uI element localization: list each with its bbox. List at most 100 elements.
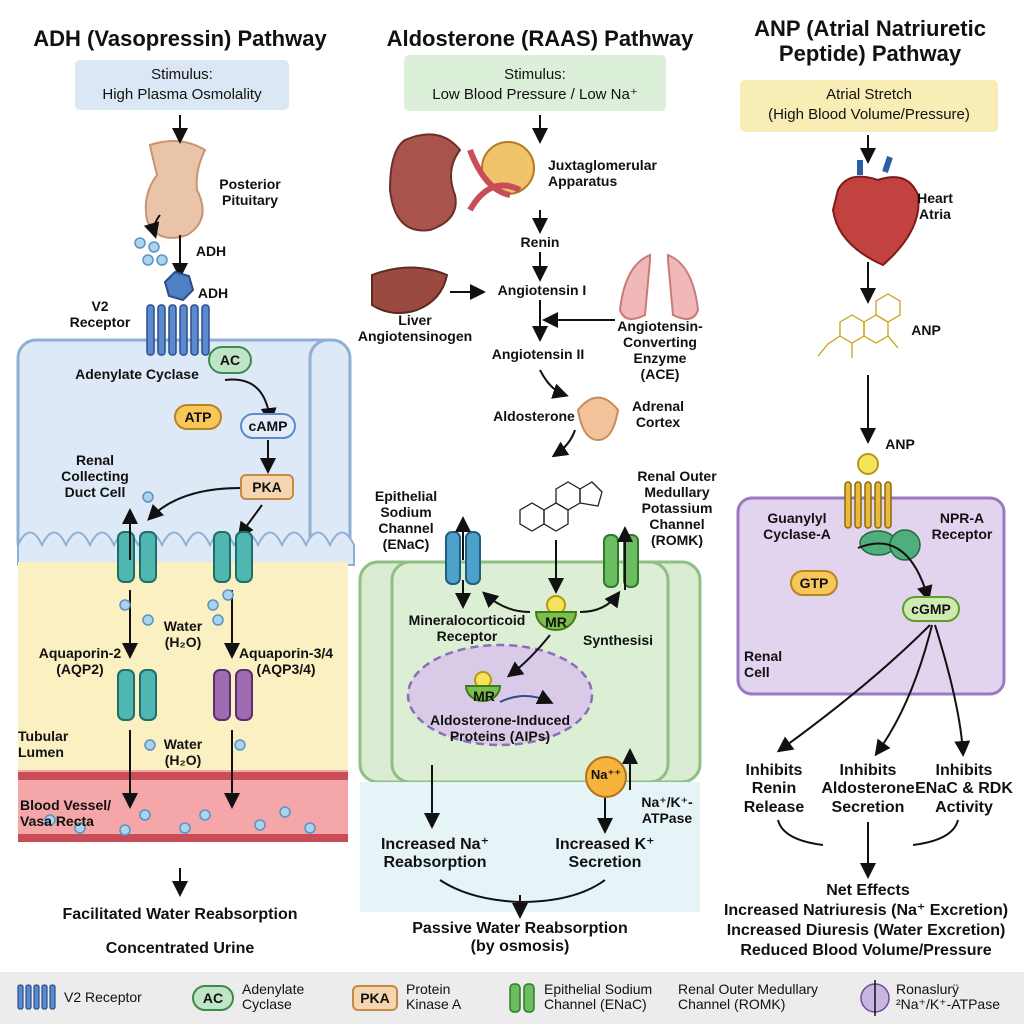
pka-badge: PKA [240,474,294,500]
enac-channel [445,531,481,585]
blood-vessel-label: Blood Vessel/ Vasa Recta [20,797,112,830]
ace-label: Angiotensin- Converting Enzyme (ACE) [617,318,703,383]
aldo-stimulus-box [404,55,666,111]
legend-pka-label: Protein Kinase A [406,981,462,1013]
adh-molecules [134,237,168,266]
cgmp-effect-arrows [776,624,971,879]
legend-v2-label: V2 Receptor [64,989,142,1005]
legend-enac-icon [509,983,535,1013]
aldo-arrow-5 [539,369,569,399]
mineralocorticoid-label: Mineralocorticoid Receptor [408,612,526,645]
aldosterone-structure [519,481,603,532]
romk-label: Renal Outer Medullary Potassium Channel … [637,468,717,549]
heart-label: Heart Atria [917,190,953,223]
angiotensin-1-label: Angiotensin I [497,282,587,298]
aips-label: Aldosterone-Induced Proteins (AIPs) [429,712,570,745]
water-flow-arrows [122,508,240,897]
inhibit-enac: Inhibits ENaC & RDK Activity [915,762,1013,816]
adrenal-label: Adrenal Cortex [631,398,685,431]
aqp2-label: Aquaporin-2 (AQP2) [38,645,122,678]
increased-na-label: Increased Na⁺ Reabsorption [380,836,490,872]
npra-label: NPR-A Receptor [931,510,993,543]
legend-pka-badge: PKA [352,985,398,1011]
legend-atpase-label: Ronaslurÿ ²Na⁺/K⁺-ATPase [896,981,1000,1013]
renin-label: Renin [520,234,560,250]
angiotensin-2-label: Angiotensin II [491,346,585,362]
aldo-cell-arrows [424,516,638,919]
inhibit-renin: Inhibits Renin Release [743,762,805,816]
net-effects-title: Net Effects [826,882,910,899]
aqp-channel-apical-2 [213,531,253,583]
lung-illustration [618,253,700,320]
liver-label: Liver Angiotensinogen [357,312,473,345]
npr-a-receptor-icon [844,453,921,561]
ac-badge: AC [208,346,252,374]
net-effect-1: Increased Natriuresis (Na⁺ Excretion) [723,902,1009,919]
adh-label-1: ADH [195,243,227,259]
mr-receptor-icon [534,595,578,631]
water-label-2: Water (H₂O) [163,736,203,769]
pka-to-channel-arrow [237,504,263,539]
anp-label-1: ANP [911,322,941,338]
kidney-illustration [388,133,462,232]
aldo-stimulus: Stimulus: Low Blood Pressure / Low Na⁺ [432,66,638,103]
legend-ac-label: Adenylate Cyclase [242,981,305,1013]
aqp2-channel-lower [117,669,157,721]
juxtaglomerular-illustration [467,141,535,212]
mr-nucleus-icon [464,671,554,705]
synthesis-label: Synthesisi [582,632,654,648]
tubular-lumen-label: Tubular Lumen [18,728,69,761]
nucleus [406,643,594,747]
adh-interstitium-zone [18,562,348,770]
adh-result-2: Concentrated Urine [105,940,255,957]
gtp-to-cgmp-arrow [857,542,933,602]
na-pump-icon [585,756,627,798]
anp-label-2: ANP [885,436,915,452]
passive-water-label: Passive Water Reabsorption (by osmosis) [412,920,628,956]
ac-to-camp-arrow [224,378,277,424]
adh-title: ADH (Vasopressin) Pathway [33,26,327,51]
adrenal-illustration [576,396,620,442]
jga-label: Juxtaglomerular Apparatus [548,157,657,190]
cgmp-badge: cGMP [902,596,960,622]
liver-illustration [371,266,449,315]
legend-ac-badge: AC [192,985,234,1011]
adh-result-1: Facilitated Water Reabsorption [62,906,298,923]
increased-k-label: Increased K⁺ Secretion [555,836,655,872]
inhibit-aldosterone: Inhibits Aldosterone Secretion [821,762,915,816]
posterior-pituitary-label: Posterior Pituitary [219,176,281,209]
renal-collecting-duct-label: Renal Collecting Duct Cell [61,452,129,501]
guanylyl-label: Guanylyl Cyclase-A [763,510,831,543]
aldo-title: Aldosterone (RAAS) Pathway [386,26,694,51]
adh-basolateral-microvilli [17,531,355,566]
na-pump-label: Na⁺⁺ [590,767,622,782]
legend-romk-label: Renal Outer Medullary Channel (ROMK) [678,981,819,1013]
net-effect-2: Increased Diuresis (Water Excretion) [726,922,1006,939]
enac-label: Epithelial Sodium Channel (ENaC) [374,488,438,553]
net-effect-3: Reduced Blood Volume/Pressure [740,942,992,959]
aldosterone-label: Aldosterone [493,408,575,424]
mr-label: MR [545,614,567,630]
adh-label-2: ADH [197,285,229,301]
anp-stimulus: Atrial Stretch (High Blood Volume/Pressu… [768,86,970,123]
heart-illustration [831,156,920,267]
legend-enac-label: Epithelial Sodium Channel (ENaC) [544,981,653,1013]
legend-v2-icon [17,984,56,1010]
v2-receptor-label: V2 Receptor [69,298,131,331]
anp-renal-cell-label: Renal Cell [744,648,783,681]
mr-nucleus-label: MR [473,688,495,704]
aqp34-channel [213,669,253,721]
atp-badge: ATP [174,404,222,430]
anp-title: ANP (Atrial Natriuretic Peptide) Pathway [754,16,986,67]
v2-receptor-icon [146,270,210,356]
aqp34-label: Aquaporin-3/4 (AQP3/4) [238,645,334,678]
water-molecules [44,491,316,836]
anp-stimulus-box [740,80,998,132]
adh-stimulus-box [75,60,289,110]
camp-badge: cAMP [240,413,296,439]
water-label-1: Water (H₂O) [163,618,203,651]
posterior-pituitary-illustration [144,140,207,239]
aldo-arrow-6 [551,429,576,458]
